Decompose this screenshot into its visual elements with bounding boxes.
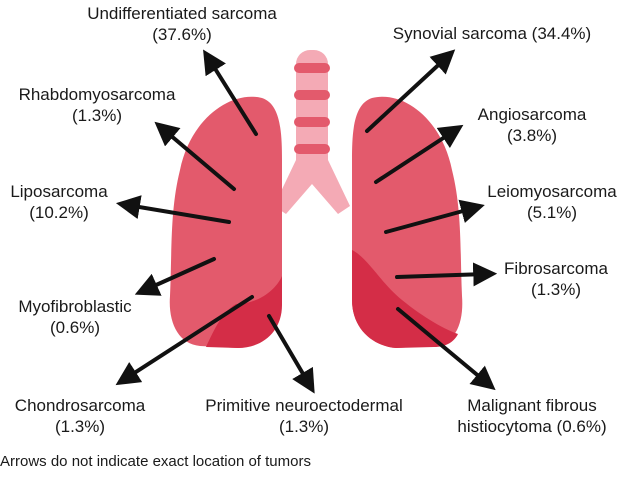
right-lung — [352, 96, 463, 348]
label-percent: (3.8%) — [506, 126, 558, 145]
arrows — [115, 49, 498, 394]
label-percent: (1.3%) — [71, 106, 123, 125]
label-percent: (10.2%) — [29, 203, 89, 222]
label-name: Undifferentiated sarcoma — [87, 4, 277, 23]
label-name: Fibrosarcoma — [504, 259, 608, 278]
label-name: Malignant fibrous — [467, 396, 597, 415]
label-percent: (0.6%) — [49, 318, 101, 337]
label-percent: (1.3%) — [54, 417, 106, 436]
arrow-angiosarcoma — [374, 124, 464, 184]
label-malignant-fibrous-histiocytoma: Malignant fibrous histiocytoma (0.6%) — [432, 395, 632, 437]
label-name: Myofibroblastic — [18, 297, 132, 316]
label-primitive-neuroectodermal: Primitive neuroectodermal (1.3%) — [186, 395, 422, 437]
trachea-ring — [294, 144, 330, 154]
label-percent: (1.3%) — [530, 280, 582, 299]
label-fibrosarcoma: Fibrosarcoma (1.3%) — [488, 258, 624, 300]
arrow-primitive-neuroectodermal — [267, 314, 315, 394]
label-chondrosarcoma: Chondrosarcoma (1.3%) — [0, 395, 160, 437]
label-name: Rhabdomyosarcoma — [18, 85, 176, 104]
arrow-rhabdomyosarcoma — [154, 121, 236, 191]
label-liposarcoma: Liposarcoma (10.2%) — [0, 181, 118, 223]
label-percent: (5.1%) — [526, 203, 578, 222]
label-name: Leiomyosarcoma — [487, 182, 617, 201]
trachea — [274, 50, 350, 214]
label-name: Liposarcoma — [10, 182, 108, 201]
label-name: Primitive neuroectodermal — [205, 396, 403, 415]
label-name: Chondrosarcoma — [14, 396, 146, 415]
arrow-fibrosarcoma — [395, 262, 498, 287]
label-synovial-sarcoma: Synovial sarcoma (34.4%) — [368, 23, 616, 44]
label-name: Angiosarcoma — [477, 105, 587, 124]
label-undifferentiated-sarcoma: Undifferentiated sarcoma (37.6%) — [70, 3, 294, 45]
arrow-liposarcoma — [115, 195, 231, 224]
label-name: Synovial sarcoma (34.4%) — [392, 24, 592, 43]
trachea-ring — [294, 63, 330, 73]
arrow-undifferentiated-sarcoma — [203, 49, 258, 136]
label-percent: (1.3%) — [278, 417, 330, 436]
arrow-chondrosarcoma — [115, 295, 254, 386]
label-percent: histiocytoma (0.6%) — [457, 417, 607, 436]
arrow-myofibroblastic — [134, 257, 216, 296]
trachea-ring — [294, 117, 330, 127]
arrow-leiomyosarcoma — [384, 199, 485, 234]
arrow-malignant-fibrous-histiocytoma — [396, 307, 496, 391]
label-angiosarcoma: Angiosarcoma (3.8%) — [452, 104, 612, 146]
label-percent: (37.6%) — [152, 25, 212, 44]
label-myofibroblastic: Myofibroblastic (0.6%) — [0, 296, 150, 338]
label-rhabdomyosarcoma: Rhabdomyosarcoma (1.3%) — [2, 84, 192, 126]
trachea-ring — [294, 90, 330, 100]
label-leiomyosarcoma: Leiomyosarcoma (5.1%) — [472, 181, 632, 223]
footnote: Arrows do not indicate exact location of… — [0, 453, 311, 470]
arrow-synovial-sarcoma — [365, 49, 456, 133]
